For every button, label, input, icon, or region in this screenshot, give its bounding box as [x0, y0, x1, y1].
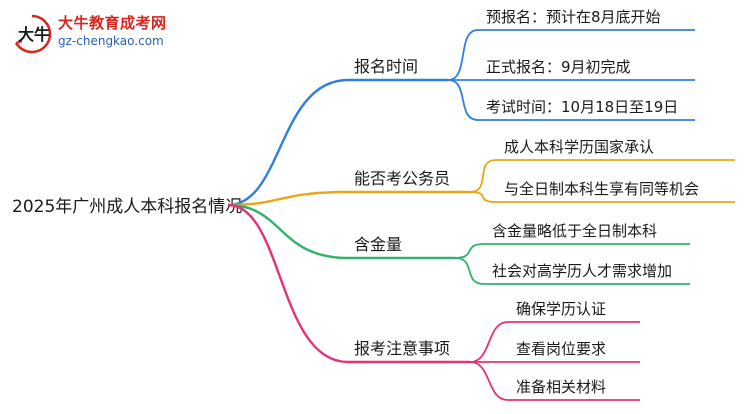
- root-topic[interactable]: 2025年广州成人本科报名情况: [12, 197, 242, 217]
- leaf-topic[interactable]: 查看岗位要求: [516, 340, 606, 358]
- logo-mark-icon: 大牛: [10, 12, 54, 56]
- leaf-connector: [454, 257, 485, 285]
- branch-connector: [227, 203, 349, 260]
- leaf-topic[interactable]: 准备相关材料: [516, 378, 606, 396]
- leaf-connector: [469, 321, 509, 363]
- site-logo[interactable]: 大牛 大牛教育成考网 gz-chengkao.com: [8, 6, 183, 58]
- leaf-connector: [469, 191, 497, 203]
- leaf-connector: [469, 361, 509, 401]
- leaf-connector: [469, 159, 497, 193]
- leaf-topic[interactable]: 社会对高学历人才需求增加: [492, 262, 672, 280]
- leaf-topic[interactable]: 正式报名：9月初完成: [486, 58, 631, 76]
- branch-topic[interactable]: 报考注意事项: [354, 339, 450, 358]
- logo-title: 大牛教育成考网: [58, 14, 167, 32]
- leaf-topic[interactable]: 成人本科学历国家承认: [504, 138, 654, 156]
- leaf-connector: [454, 243, 485, 259]
- logo-mark-text: 大牛: [18, 25, 50, 44]
- leaf-topic[interactable]: 与全日制本科生享有同等机会: [504, 180, 699, 198]
- leaf-topic[interactable]: 预报名：预计在8月底开始: [486, 8, 661, 26]
- leaf-topic[interactable]: 含金量略低于全日制本科: [492, 222, 657, 240]
- branch-topic[interactable]: 能否考公务员: [354, 169, 450, 188]
- branch-connector: [227, 78, 349, 207]
- logo-url: gz-chengkao.com: [58, 34, 164, 48]
- branch-topic[interactable]: 含金量: [354, 235, 402, 254]
- branch-connector: [227, 190, 349, 207]
- leaf-connector: [447, 29, 479, 81]
- leaf-topic[interactable]: 考试时间：10月18日至19日: [486, 98, 678, 116]
- leaf-topic[interactable]: 确保学历认证: [516, 300, 606, 318]
- leaf-connector: [447, 79, 479, 121]
- branch-topic[interactable]: 报名时间: [354, 57, 418, 76]
- branch-connector: [227, 203, 349, 364]
